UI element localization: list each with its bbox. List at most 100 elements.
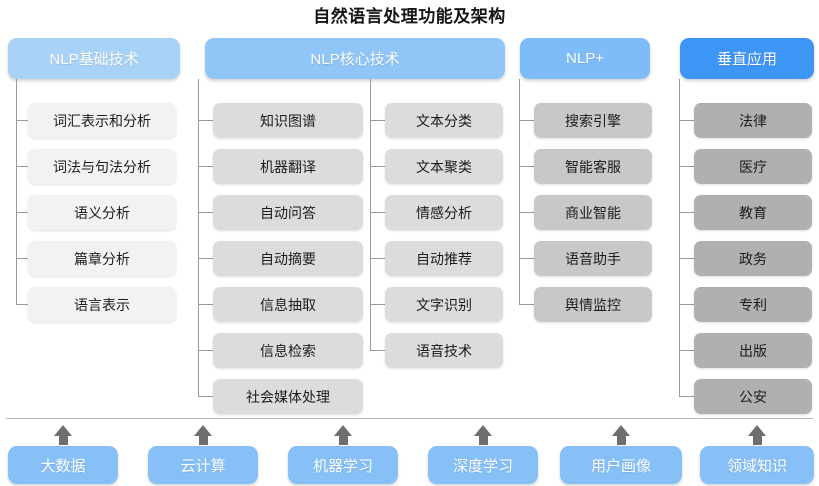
connector-stub-vertical-apps-1: [679, 166, 694, 167]
leaf-nlp-core-left-5[interactable]: 信息检索: [213, 333, 363, 368]
column-header-label: NLP+: [566, 50, 604, 67]
column-header-nlp-basic[interactable]: NLP基础技术: [8, 38, 180, 79]
foundation-arrow-1: [194, 425, 212, 436]
foundation-item-label: 机器学习: [312, 457, 373, 475]
foundation-arrow-0: [54, 425, 72, 436]
connector-stub-nlp-core-left-3: [198, 258, 213, 259]
connector-stub-nlp-core-right-1: [370, 166, 385, 167]
leaf-label: 文字识别: [416, 296, 472, 313]
foundation-item-label: 深度学习: [452, 457, 513, 475]
leaf-nlp-core-right-2[interactable]: 情感分析: [385, 195, 503, 230]
leaf-nlp-basic-3[interactable]: 篇章分析: [28, 241, 176, 276]
foundation-arrow-stem-1: [198, 436, 208, 445]
connector-stub-vertical-apps-4: [679, 304, 694, 305]
foundation-arrow-3: [474, 425, 492, 436]
leaf-nlp-core-right-4[interactable]: 文字识别: [385, 287, 503, 322]
leaf-nlp-basic-4[interactable]: 语言表示: [28, 287, 176, 322]
leaf-label: 篇章分析: [74, 250, 130, 267]
leaf-label: 文本分类: [416, 112, 472, 129]
connector-stub-nlp-basic-2: [16, 212, 28, 213]
connector-stub-nlp-core-right-2: [370, 212, 385, 213]
foundation-item-4[interactable]: 用户画像: [560, 446, 682, 484]
leaf-nlp-plus-1[interactable]: 智能客服: [534, 149, 652, 184]
foundation-arrow-stem-5: [752, 436, 762, 445]
leaf-label: 公安: [739, 388, 767, 405]
foundation-arrow-5: [748, 425, 766, 436]
connector-stub-nlp-core-left-6: [198, 396, 213, 397]
leaf-label: 自动问答: [260, 204, 316, 221]
leaf-nlp-core-right-0[interactable]: 文本分类: [385, 103, 503, 138]
leaf-label: 语言表示: [74, 296, 130, 313]
leaf-label: 自动推荐: [416, 250, 472, 267]
connector-stub-nlp-core-right-0: [370, 120, 385, 121]
leaf-nlp-core-left-6[interactable]: 社会媒体处理: [213, 379, 363, 414]
leaf-nlp-core-left-1[interactable]: 机器翻译: [213, 149, 363, 184]
leaf-nlp-plus-3[interactable]: 语音助手: [534, 241, 652, 276]
connector-stub-nlp-core-left-2: [198, 212, 213, 213]
leaf-nlp-basic-1[interactable]: 词法与句法分析: [28, 149, 176, 184]
leaf-vertical-apps-4[interactable]: 专利: [694, 287, 812, 322]
column-header-nlp-plus[interactable]: NLP+: [520, 38, 650, 79]
column-header-label: NLP核心技术: [310, 51, 400, 68]
leaf-label: 语音助手: [565, 250, 621, 267]
leaf-nlp-basic-0[interactable]: 词汇表示和分析: [28, 103, 176, 138]
leaf-vertical-apps-2[interactable]: 教育: [694, 195, 812, 230]
connector-stub-nlp-plus-1: [519, 166, 534, 167]
leaf-label: 搜索引擎: [565, 112, 621, 129]
leaf-vertical-apps-3[interactable]: 政务: [694, 241, 812, 276]
connector-stub-vertical-apps-6: [679, 396, 694, 397]
connector-stub-vertical-apps-2: [679, 212, 694, 213]
foundation-divider: [6, 418, 813, 419]
foundation-item-0[interactable]: 大数据: [8, 446, 118, 484]
leaf-nlp-core-right-1[interactable]: 文本聚类: [385, 149, 503, 184]
leaf-nlp-core-left-4[interactable]: 信息抽取: [213, 287, 363, 322]
leaf-label: 教育: [739, 204, 767, 221]
connector-stub-nlp-core-right-3: [370, 258, 385, 259]
connector-stub-nlp-core-left-0: [198, 120, 213, 121]
leaf-label: 文本聚类: [416, 158, 472, 175]
leaf-nlp-plus-0[interactable]: 搜索引擎: [534, 103, 652, 138]
leaf-nlp-core-right-5[interactable]: 语音技术: [385, 333, 503, 368]
column-header-vertical-apps[interactable]: 垂直应用: [680, 38, 814, 79]
connector-stub-nlp-core-left-4: [198, 304, 213, 305]
connector-stub-vertical-apps-0: [679, 120, 694, 121]
connector-stub-vertical-apps-5: [679, 350, 694, 351]
leaf-label: 专利: [739, 296, 767, 313]
leaf-label: 词法与句法分析: [53, 158, 151, 175]
foundation-arrow-stem-2: [338, 436, 348, 445]
leaf-nlp-core-right-3[interactable]: 自动推荐: [385, 241, 503, 276]
leaf-nlp-core-left-3[interactable]: 自动摘要: [213, 241, 363, 276]
leaf-label: 出版: [739, 342, 767, 359]
connector-stub-nlp-core-left-5: [198, 350, 213, 351]
connector-stub-nlp-core-right-4: [370, 304, 385, 305]
leaf-label: 信息抽取: [260, 296, 316, 313]
column-header-nlp-core-left[interactable]: NLP核心技术: [205, 38, 505, 79]
leaf-label: 词汇表示和分析: [53, 112, 151, 129]
column-header-label: NLP基础技术: [49, 51, 139, 68]
leaf-nlp-plus-4[interactable]: 舆情监控: [534, 287, 652, 322]
leaf-nlp-basic-2[interactable]: 语义分析: [28, 195, 176, 230]
leaf-label: 社会媒体处理: [246, 388, 330, 405]
foundation-item-3[interactable]: 深度学习: [428, 446, 538, 484]
leaf-label: 医疗: [739, 158, 767, 175]
leaf-nlp-core-left-0[interactable]: 知识图谱: [213, 103, 363, 138]
foundation-item-5[interactable]: 领域知识: [700, 446, 814, 484]
leaf-label: 情感分析: [416, 204, 472, 221]
leaf-vertical-apps-0[interactable]: 法律: [694, 103, 812, 138]
connector-stub-nlp-plus-0: [519, 120, 534, 121]
leaf-label: 法律: [739, 112, 767, 129]
foundation-item-label: 用户画像: [590, 457, 651, 475]
leaf-vertical-apps-1[interactable]: 医疗: [694, 149, 812, 184]
foundation-item-2[interactable]: 机器学习: [288, 446, 398, 484]
leaf-label: 自动摘要: [260, 250, 316, 267]
leaf-nlp-plus-2[interactable]: 商业智能: [534, 195, 652, 230]
foundation-item-label: 云计算: [180, 457, 226, 475]
foundation-arrow-stem-0: [58, 436, 68, 445]
connector-stub-nlp-core-right-5: [370, 350, 385, 351]
leaf-label: 机器翻译: [260, 158, 316, 175]
leaf-nlp-core-left-2[interactable]: 自动问答: [213, 195, 363, 230]
leaf-vertical-apps-6[interactable]: 公安: [694, 379, 812, 414]
foundation-item-1[interactable]: 云计算: [148, 446, 258, 484]
leaf-vertical-apps-5[interactable]: 出版: [694, 333, 812, 368]
connector-stub-nlp-plus-3: [519, 258, 534, 259]
